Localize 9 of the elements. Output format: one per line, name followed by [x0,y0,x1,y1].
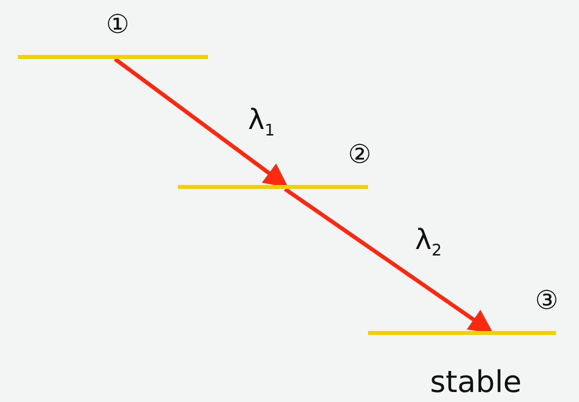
energy-level-bar [18,55,208,59]
level-number: ① [106,12,130,38]
energy-level-bar [368,331,556,335]
arrow [284,187,494,334]
level-number: ③ [535,288,558,314]
energy-level-bar [178,185,368,189]
level-caption: stable [430,368,522,398]
level-number: ② [348,142,372,168]
arrow [114,57,288,188]
